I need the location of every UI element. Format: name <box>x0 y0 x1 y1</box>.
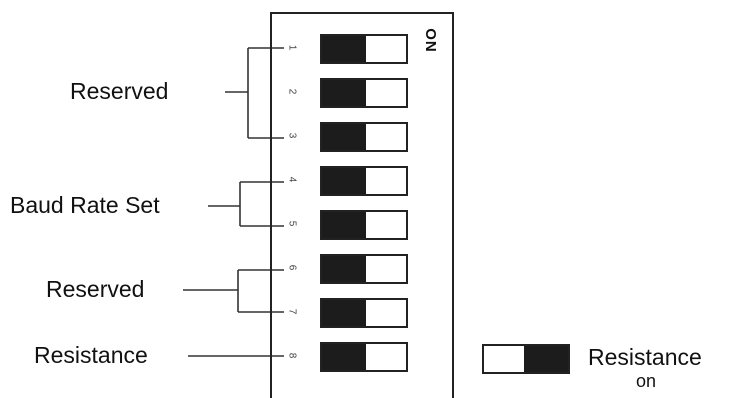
dip-switch-6[interactable] <box>320 254 408 284</box>
switch-knob <box>322 36 366 62</box>
resistance-label: Resistance <box>34 342 148 368</box>
legend-label-line2: on <box>636 371 657 391</box>
switch-number: 5 <box>286 220 298 227</box>
dip-switch-7[interactable] <box>320 298 408 328</box>
dip-switch-1[interactable] <box>320 34 408 64</box>
switch-number: 7 <box>286 308 298 315</box>
on-marker: ON <box>421 28 439 53</box>
switch-number: 4 <box>286 176 298 183</box>
reserved-top-label: Reserved <box>70 78 169 104</box>
reserved-mid-label: Reserved <box>46 276 145 302</box>
switch-number: 3 <box>286 132 298 139</box>
switch-knob <box>322 168 366 194</box>
switch-knob <box>322 80 366 106</box>
legend-switch <box>482 344 570 374</box>
reserved-mid-bracket <box>183 269 284 313</box>
switch-knob <box>322 300 366 326</box>
reserved-top-bracket <box>225 47 284 139</box>
dip-switch-3[interactable] <box>320 122 408 152</box>
switch-number: 1 <box>286 44 298 51</box>
baud-rate-bracket <box>208 181 284 227</box>
legend-switch-knob <box>524 346 568 372</box>
switch-knob <box>322 124 366 150</box>
dip-switch-2[interactable] <box>320 78 408 108</box>
dip-switch-4[interactable] <box>320 166 408 196</box>
switch-knob <box>322 212 366 238</box>
baud-rate-set-label: Baud Rate Set <box>10 192 160 218</box>
switch-number: 8 <box>286 352 298 359</box>
switch-knob <box>322 256 366 282</box>
dip-switch-5[interactable] <box>320 210 408 240</box>
dip-switch-panel <box>270 12 454 398</box>
switch-knob <box>322 344 366 370</box>
switch-number: 2 <box>286 88 298 95</box>
legend-label-line1: Resistance <box>588 344 702 370</box>
switch-number: 6 <box>286 264 298 271</box>
dip-switch-8[interactable] <box>320 342 408 372</box>
